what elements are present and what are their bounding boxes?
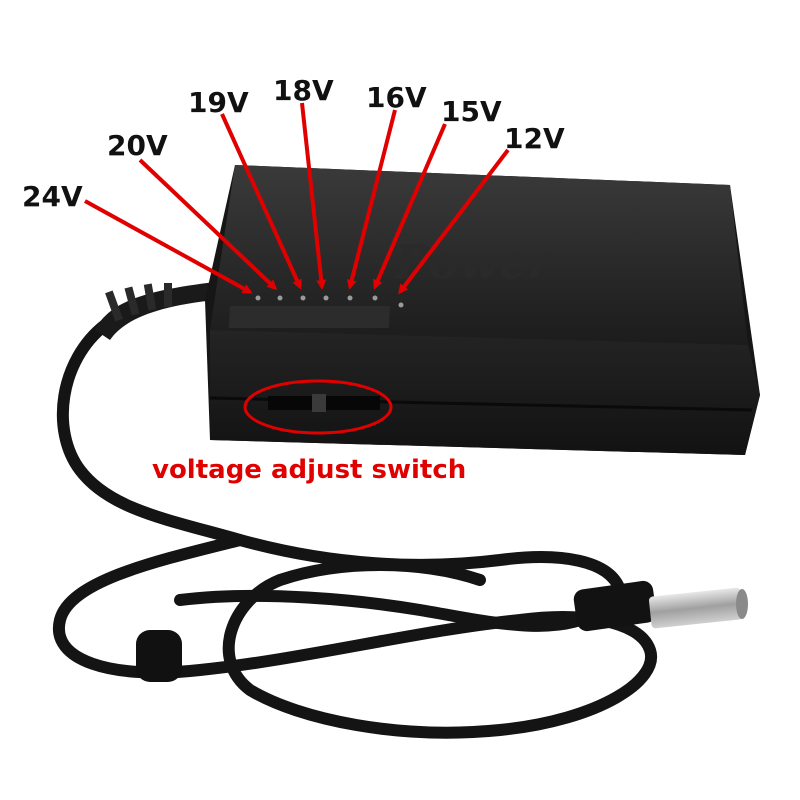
arrow-12v — [398, 148, 510, 295]
arrow-18v — [300, 102, 327, 290]
label-16v: 16V — [366, 81, 427, 114]
label-18v: 18V — [273, 74, 334, 107]
label-12v: 12V — [504, 122, 565, 155]
led-dot — [398, 302, 404, 308]
ferrite-bead — [136, 630, 182, 682]
led-dot — [347, 295, 353, 301]
led-dot — [300, 295, 306, 301]
label-24v: 24V — [22, 180, 83, 213]
led-dot — [255, 295, 261, 301]
voltage-labels: 24V 20V 19V 18V 16V 15V 12V — [22, 74, 565, 213]
arrow-20v — [138, 158, 278, 291]
arrow-15v — [373, 123, 447, 290]
voltage-adjust-switch[interactable] — [268, 394, 380, 412]
voltage-arrows — [84, 102, 510, 295]
led-dot — [277, 295, 283, 301]
label-19v: 19V — [188, 86, 249, 119]
voltage-indicator-strip — [228, 295, 404, 328]
brand-emboss: Power — [393, 235, 556, 289]
label-20v: 20V — [107, 129, 168, 162]
switch-highlight-ellipse — [243, 379, 393, 435]
label-15v: 15V — [441, 95, 502, 128]
dc-plug — [573, 580, 748, 632]
led-dot — [372, 295, 378, 301]
arrow-16v — [346, 109, 397, 290]
led-dot — [323, 295, 329, 301]
cable-strain-relief — [95, 282, 215, 340]
arrow-19v — [220, 113, 302, 290]
arrow-24v — [84, 199, 253, 294]
switch-caption: voltage adjust switch — [152, 455, 466, 485]
cable — [52, 319, 658, 739]
